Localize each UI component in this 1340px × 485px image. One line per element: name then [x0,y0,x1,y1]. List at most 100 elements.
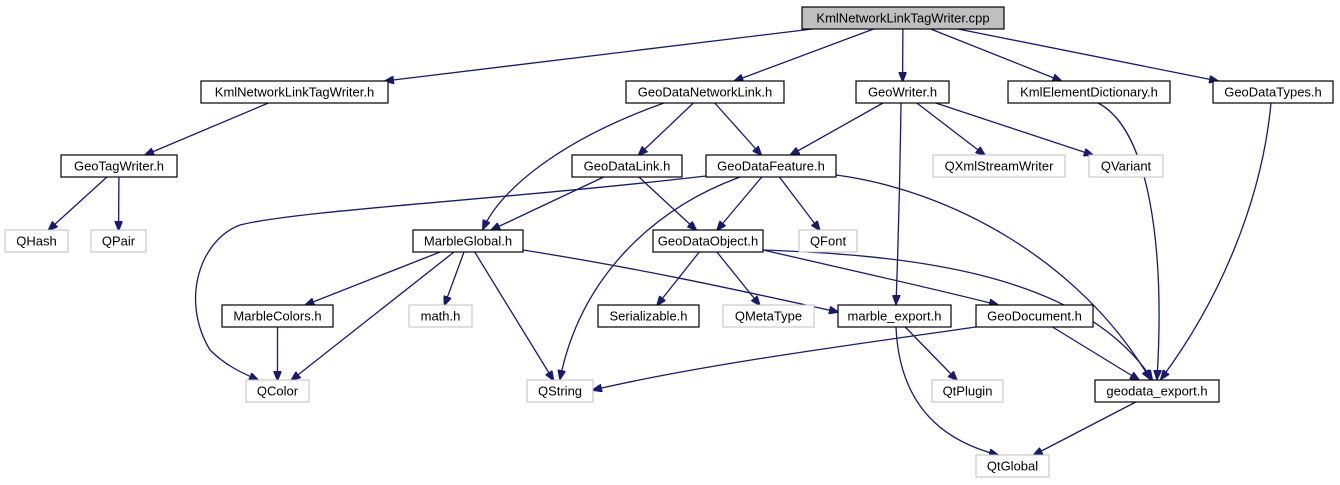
node-gdfeature-h[interactable]: GeoDataFeature.h [705,154,837,178]
node-qhash[interactable]: QHash [4,229,69,253]
node-box [1212,80,1334,104]
node-box [837,304,952,328]
node-label: QXmlStreamWriter [945,159,1054,174]
node-label: GeoDataTypes.h [1224,85,1322,100]
edge-marbleglobal_h-to-math_h [445,251,465,305]
node-label: GeoDataObject.h [658,234,758,249]
node-label: GeoDataFeature.h [717,159,825,174]
node-label: KmlNetworkLinkTagWriter.h [215,85,374,100]
edge-root-to-kmlnltw_h [385,28,813,81]
node-geowriter-h[interactable]: GeoWriter.h [855,80,950,104]
node-box [412,229,524,253]
edge-kmled_h-to-geodata_export_h [1097,102,1159,379]
node-box [975,304,1094,328]
edge-marble_export_h-to-qtplugin [904,326,957,380]
edge-gdobject_h-to-geodocument_h [762,249,998,305]
node-box [245,379,310,403]
node-box [932,154,1066,178]
node-label: QVariant [1101,159,1152,174]
edge-marble_export_h-to-qtglobal [895,326,998,455]
node-marble-export-h[interactable]: marble_export.h [837,304,952,328]
edge-gdnl_h-to-gdfeature_h [714,102,761,155]
node-qtglobal[interactable]: QtGlobal [975,454,1050,478]
node-box [221,304,334,328]
edge-gdnl_h-to-gdlink_h [639,102,694,155]
node-box [625,80,785,104]
node-qmetatype[interactable]: QMetaType [722,304,815,328]
node-box [597,304,700,328]
node-gdlink-h[interactable]: GeoDataLink.h [571,154,683,178]
edge-geowriter_h-to-qvariant [935,102,1093,155]
edge-gdnl_h-to-marbleglobal_h [483,102,665,229]
node-math-h[interactable]: math.h [408,304,473,328]
edge-geodocument_h-to-geodata_export_h [1052,326,1140,380]
node-serializable-h[interactable]: Serializable.h [597,304,700,328]
node-geotagwriter-h[interactable]: GeoTagWriter.h [60,154,178,178]
node-box [526,379,594,403]
edge-geotagwriter_h-to-qhash [49,176,108,230]
nodes-layer: KmlNetworkLinkTagWriter.cppKmlNetworkLin… [4,6,1334,478]
edge-geowriter_h-to-marble_export_h [896,102,902,304]
node-label: QPair [102,234,136,249]
edge-gdobject_h-to-geodata_export_h [762,249,1152,379]
node-box [798,229,858,253]
node-box [801,6,1005,30]
node-label: QtPlugin [943,384,993,399]
edge-marbleglobal_h-to-qstring [474,251,554,380]
node-qfont[interactable]: QFont [798,229,858,253]
node-label: QHash [16,234,56,249]
node-qpair[interactable]: QPair [90,229,147,253]
edge-marbleglobal_h-to-marblecolors_h [305,251,441,305]
node-box [1094,379,1220,403]
node-box [60,154,178,178]
node-box [975,454,1050,478]
node-qvariant[interactable]: QVariant [1088,154,1164,178]
edge-gdobject_h-to-qmetatype [716,251,760,305]
node-marblecolors-h[interactable]: MarbleColors.h [221,304,334,328]
node-box [931,379,1004,403]
edge-gdlink_h-to-gdobject_h [638,176,696,230]
node-label: QFont [810,234,847,249]
edge-root-to-gdnl_h [734,28,874,81]
node-box [722,304,815,328]
node-qxml[interactable]: QXmlStreamWriter [932,154,1066,178]
node-box [4,229,69,253]
node-box [1088,154,1164,178]
edge-marbleglobal_h-to-marble_export_h [522,249,838,312]
node-label: GeoDataNetworkLink.h [638,85,772,100]
node-label: QtGlobal [987,459,1038,474]
node-kmled-h[interactable]: KmlElementDictionary.h [1007,80,1171,104]
edge-gdfeature_h-to-qcolor [194,175,707,380]
edge-geodata_export_h-to-qtglobal [1034,401,1137,455]
node-gdobject-h[interactable]: GeoDataObject.h [652,229,764,253]
node-gdnl-h[interactable]: GeoDataNetworkLink.h [625,80,785,104]
edge-gdtypes_h-to-geodata_export_h [1161,102,1272,379]
edge-geowriter_h-to-qxml [916,102,985,155]
node-box [652,229,764,253]
node-label: GeoDocument.h [987,309,1082,324]
edge-kmlnltw_h-to-geotagwriter_h [145,102,269,155]
node-kmlnltw-h[interactable]: KmlNetworkLinkTagWriter.h [200,80,389,104]
node-box [90,229,147,253]
edge-marbleglobal_h-to-qcolor [292,251,455,380]
edge-gdfeature_h-to-gdobject_h [717,176,763,230]
node-qstring[interactable]: QString [526,379,594,403]
node-qcolor[interactable]: QColor [245,379,310,403]
node-label: MarbleGlobal.h [424,234,512,249]
edge-geowriter_h-to-gdfeature_h [791,102,884,155]
node-marbleglobal-h[interactable]: MarbleGlobal.h [412,229,524,253]
node-box [1007,80,1171,104]
edge-gdlink_h-to-marbleglobal_h [491,176,604,230]
node-box [408,304,473,328]
node-qtplugin[interactable]: QtPlugin [931,379,1004,403]
node-label: QMetaType [735,309,802,324]
node-label: MarbleColors.h [233,309,321,324]
node-geodocument-h[interactable]: GeoDocument.h [975,304,1094,328]
node-label: GeoDataLink.h [584,159,671,174]
node-root[interactable]: KmlNetworkLinkTagWriter.cpp [801,6,1005,30]
node-gdtypes-h[interactable]: GeoDataTypes.h [1212,80,1334,104]
node-label: GeoTagWriter.h [74,159,164,174]
node-geodata-export-h[interactable]: geodata_export.h [1094,379,1220,403]
edge-gdobject_h-to-serializable_h [657,251,700,305]
